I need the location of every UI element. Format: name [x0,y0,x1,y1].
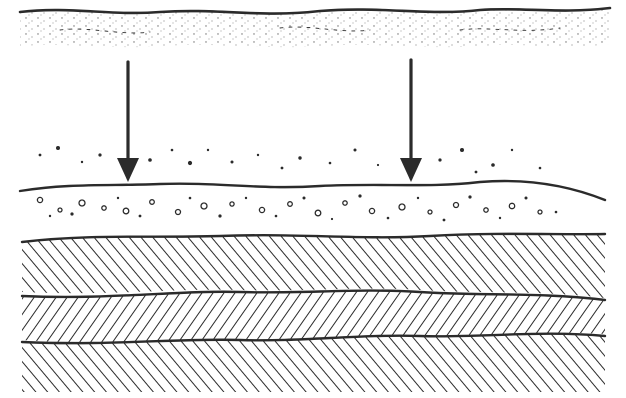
lower-hatched-rock-layer [22,334,605,392]
falling-particles [39,146,542,173]
arrow-left [117,62,139,182]
sediment-surface-line [20,181,605,200]
upper-hatched-rock-layer [22,234,605,298]
arrow-right [400,60,422,182]
sediment-pebbles [37,197,542,215]
sky-sediment-band [20,8,610,47]
